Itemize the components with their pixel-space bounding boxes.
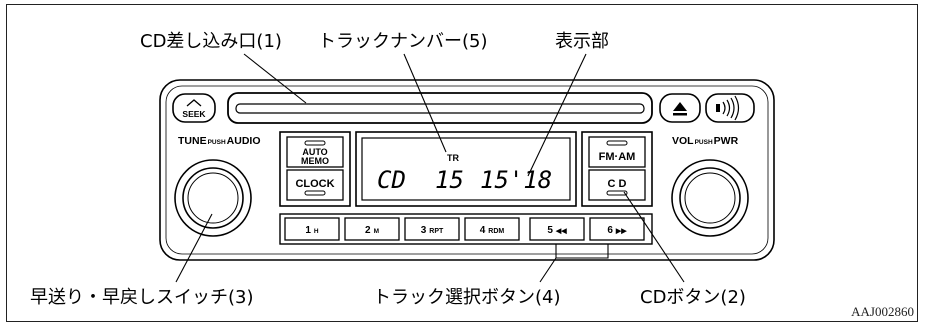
svg-text:6▶▶: 6▶▶	[607, 225, 627, 236]
speaker-button[interactable]	[705, 93, 755, 123]
cd-button[interactable]: C D	[588, 169, 646, 201]
callout-track-number: トラックナンバー(5)	[318, 31, 488, 52]
preset-button-6-forward[interactable]: 6▶▶	[589, 217, 645, 241]
figure-code: AAJ002860	[851, 304, 914, 319]
leader-ff-rew-switch	[175, 213, 213, 283]
callout-cd-slot: CD差し込み口(1)	[140, 31, 282, 52]
leader-cd-button	[623, 191, 685, 283]
leader-cd-slot	[243, 53, 307, 104]
seek-label: SEEK	[182, 109, 206, 119]
display-panel: TR CD 15 15'18	[355, 131, 577, 207]
preset-button-5-rewind[interactable]: 5◀◀	[529, 217, 585, 241]
callout-cd-button: CDボタン(2)	[640, 287, 746, 308]
callout-display: 表示部	[555, 31, 609, 52]
callout-ff-rew-switch: 早送り・早戻しスイッチ(3)	[30, 287, 254, 308]
fm-am-label: FM·AM	[599, 151, 636, 163]
auto-label: AUTO	[302, 147, 327, 157]
svg-text:1H: 1H	[305, 225, 319, 236]
cd-label: C D	[608, 178, 627, 190]
callout-track-select: トラック選択ボタン(4)	[373, 287, 561, 308]
tune-audio-label: TUNEPUSHAUDIO	[178, 135, 261, 147]
clock-label: CLOCK	[295, 178, 334, 190]
display-time: 15'18	[480, 166, 552, 194]
speaker-icon	[716, 95, 740, 121]
display-mode: CD	[377, 166, 406, 194]
svg-text:5◀◀: 5◀◀	[547, 225, 567, 236]
seek-button[interactable]: SEEK	[172, 93, 216, 123]
leader-display	[527, 53, 587, 177]
leader-lines	[175, 53, 685, 283]
vol-pwr-label: VOLPUSHPWR	[672, 135, 739, 147]
memo-label: MEMO	[301, 156, 329, 166]
volume-knob[interactable]	[671, 159, 749, 237]
svg-text:2M: 2M	[365, 225, 379, 236]
tune-knob[interactable]	[174, 159, 252, 237]
eject-button[interactable]	[659, 93, 701, 123]
eject-icon	[673, 102, 687, 111]
display-tr-label: TR	[447, 153, 459, 163]
leader-track-number	[403, 53, 447, 153]
clock-button[interactable]: CLOCK	[286, 169, 344, 201]
display-track: 15	[435, 166, 464, 194]
auto-memo-button[interactable]: AUTO MEMO	[286, 136, 344, 168]
fm-am-button[interactable]: FM·AM	[588, 136, 646, 168]
leader-track-select	[539, 244, 609, 283]
cd-slot	[227, 92, 653, 124]
